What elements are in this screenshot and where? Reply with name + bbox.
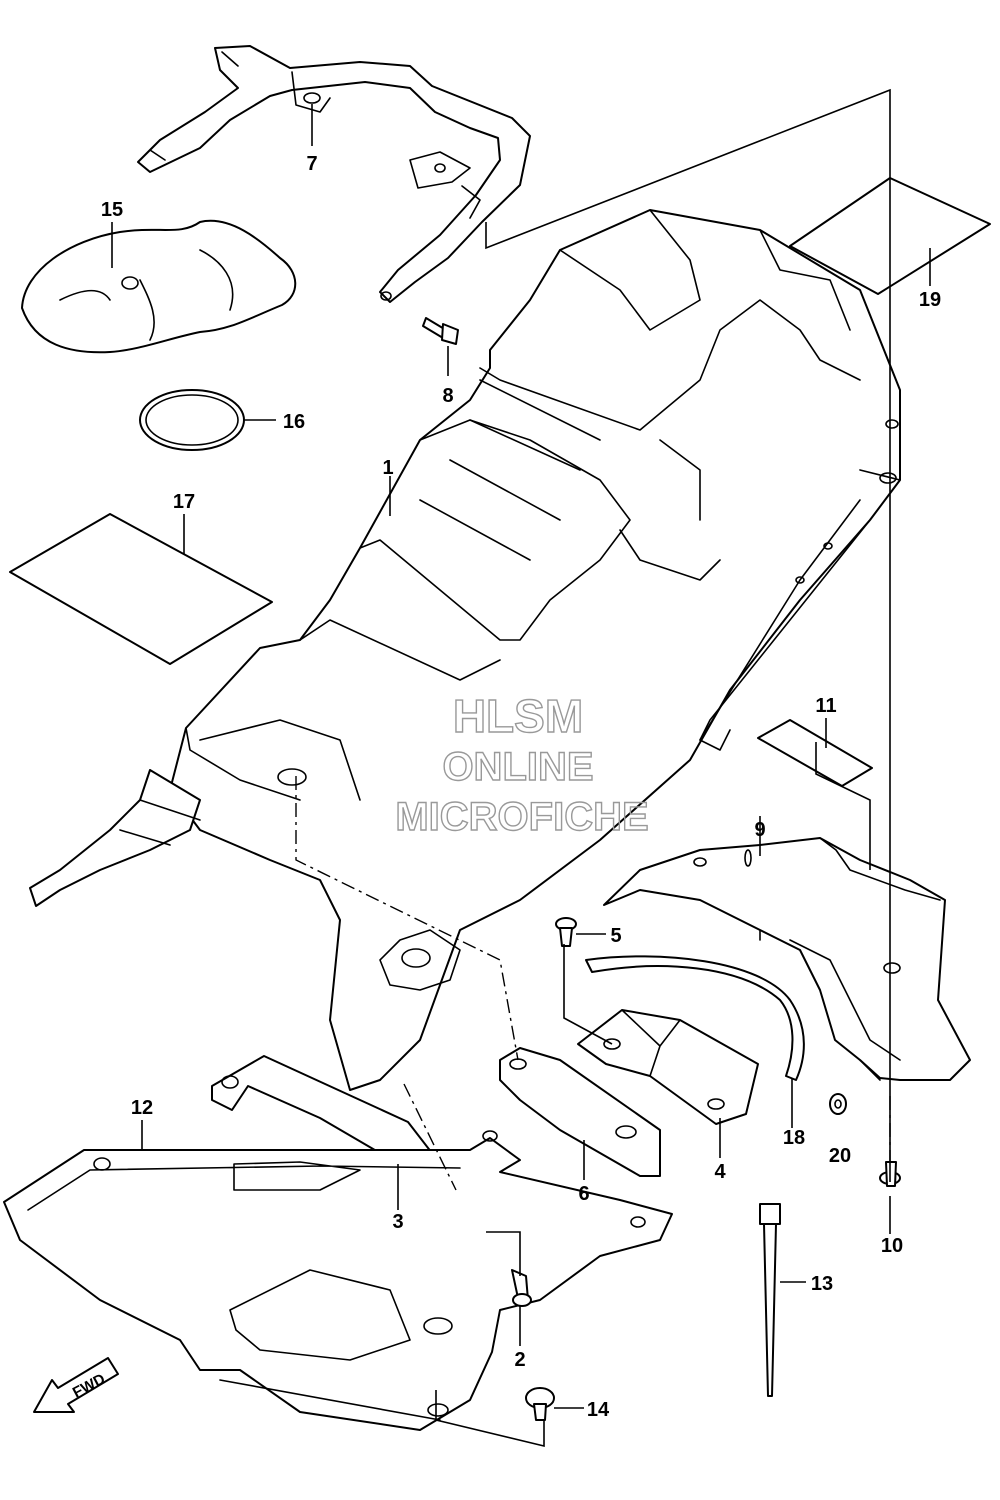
part-2-screw[interactable] (511, 1269, 532, 1307)
callout-7: 7 (306, 153, 317, 175)
part-12-plate[interactable] (3, 1130, 673, 1431)
callout-4: 4 (714, 1161, 726, 1183)
callout-6: 6 (578, 1183, 589, 1205)
part-5-clip[interactable] (555, 917, 577, 947)
callout-12: 12 (131, 1097, 153, 1119)
callout-11: 11 (815, 695, 836, 717)
fwd-arrow-icon: FWD (33, 1357, 119, 1413)
callout-19: 19 (919, 289, 941, 311)
fender-left-flap (29, 769, 201, 907)
callout-10: 10 (881, 1235, 903, 1257)
part-17-sheet[interactable] (9, 513, 273, 665)
part-13-cable-tie[interactable] (759, 1203, 781, 1397)
callout-2: 2 (514, 1349, 525, 1371)
part-7-handle-bracket[interactable] (137, 45, 531, 303)
watermark-line1: HLSM (453, 690, 583, 742)
callout-14: 14 (587, 1399, 610, 1421)
assembly-lines (295, 88, 891, 1448)
part-20-washer[interactable] (829, 1093, 847, 1115)
watermark-line3: MICROFICHE (395, 795, 648, 839)
part-18-strip[interactable] (585, 955, 805, 1081)
callout-3: 3 (392, 1211, 403, 1233)
callout-9: 9 (754, 819, 765, 841)
callout-leaders (111, 104, 931, 1409)
watermark-line2: ONLINE (442, 745, 593, 789)
part-4-bracket[interactable] (577, 1009, 759, 1125)
part-16-o-ring[interactable] (139, 389, 245, 451)
part-8-bolt[interactable] (422, 317, 459, 345)
part-9-fender-flap[interactable] (603, 837, 971, 1081)
callout-16: 16 (283, 411, 305, 433)
callout-18: 18 (783, 1127, 805, 1149)
part-14-clip[interactable] (525, 1387, 555, 1421)
callout-8: 8 (442, 385, 453, 407)
part-11-pad[interactable] (757, 719, 873, 787)
callout-20: 20 (829, 1145, 851, 1167)
part-1-rear-fender[interactable] (169, 209, 901, 1091)
callout-5: 5 (610, 925, 621, 947)
callout-17: 17 (173, 491, 195, 513)
callout-labels: 1 2 3 4 5 6 7 8 9 10 11 12 13 14 15 16 1… (101, 153, 941, 1421)
part-15-cover[interactable] (21, 219, 297, 354)
callout-1: 1 (382, 457, 393, 479)
watermark: HLSM ONLINE MICROFICHE (395, 689, 650, 839)
callout-13: 13 (811, 1273, 833, 1295)
callout-15: 15 (101, 199, 123, 221)
